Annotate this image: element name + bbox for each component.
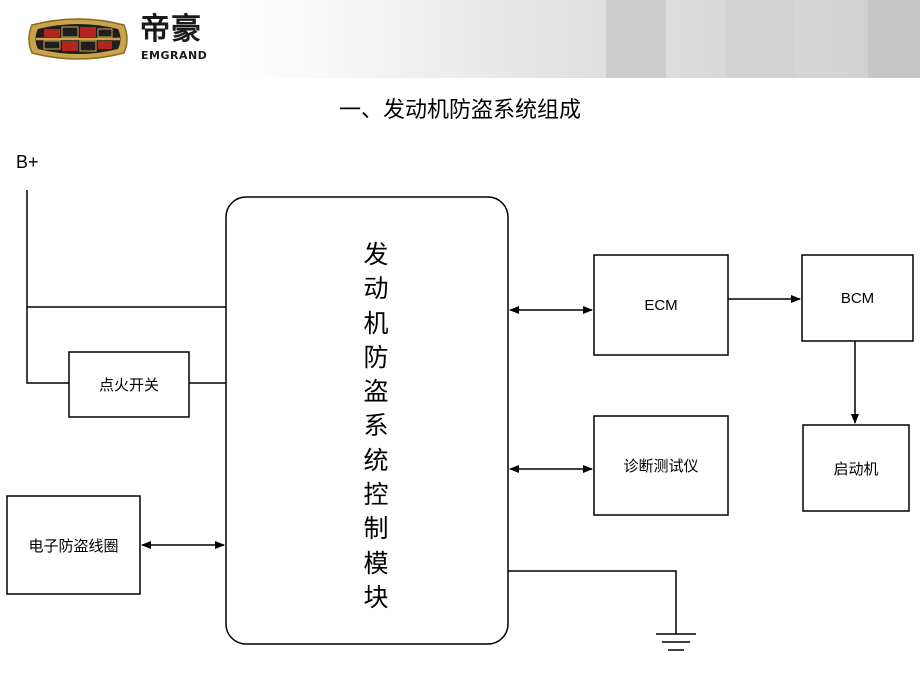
control-module-char: 盗 [363,377,389,407]
control-module-char: 模 [363,548,389,578]
control-module-char: 统 [363,445,389,475]
ecm-label: ECM [644,296,678,314]
ignition-switch-box [68,351,190,418]
control-module-char: 块 [363,582,389,612]
ground-wire [508,570,677,634]
ground-icon [656,633,696,651]
control-module-char: 发 [363,240,389,269]
control-module-char: 制 [363,514,389,544]
starter-label: 启动机 [833,459,879,478]
header-stripe [606,0,666,78]
coil-label: 电子防盗线圈 [28,536,119,555]
control-module-char: 防 [363,342,389,372]
control-module-label: 发 动 机 防 盗 系 统 控 制 模 块 [352,238,400,615]
starter-box [802,424,910,512]
control-module-char: 系 [363,411,389,441]
emgrand-logo-icon [28,18,128,60]
control-module-char: 动 [363,274,389,304]
header-band: 帝豪 EMGRAND [0,0,920,78]
header-stripe [726,0,794,78]
control-module-box [225,196,509,645]
control-module-char: 机 [363,308,389,338]
control-module-char: 控 [363,480,389,510]
bcm-box [801,254,914,342]
diagnostic-tool-box [593,415,729,516]
page-title: 一、发动机防盗系统组成 [338,98,581,123]
power-wire [26,190,69,384]
brand-name-cn: 帝豪 [140,12,202,47]
bcm-label: BCM [840,289,875,307]
power-label: B+ [16,152,39,172]
ignition-switch-label: 点火开关 [98,376,159,394]
diagnostic-tool-label: 诊断测试仪 [623,457,699,475]
header-gradient [240,0,920,78]
brand-name-en: EMGRAND [141,49,208,62]
ecm-box [593,254,729,356]
coil-box [6,495,141,595]
header-stripe [868,0,920,78]
